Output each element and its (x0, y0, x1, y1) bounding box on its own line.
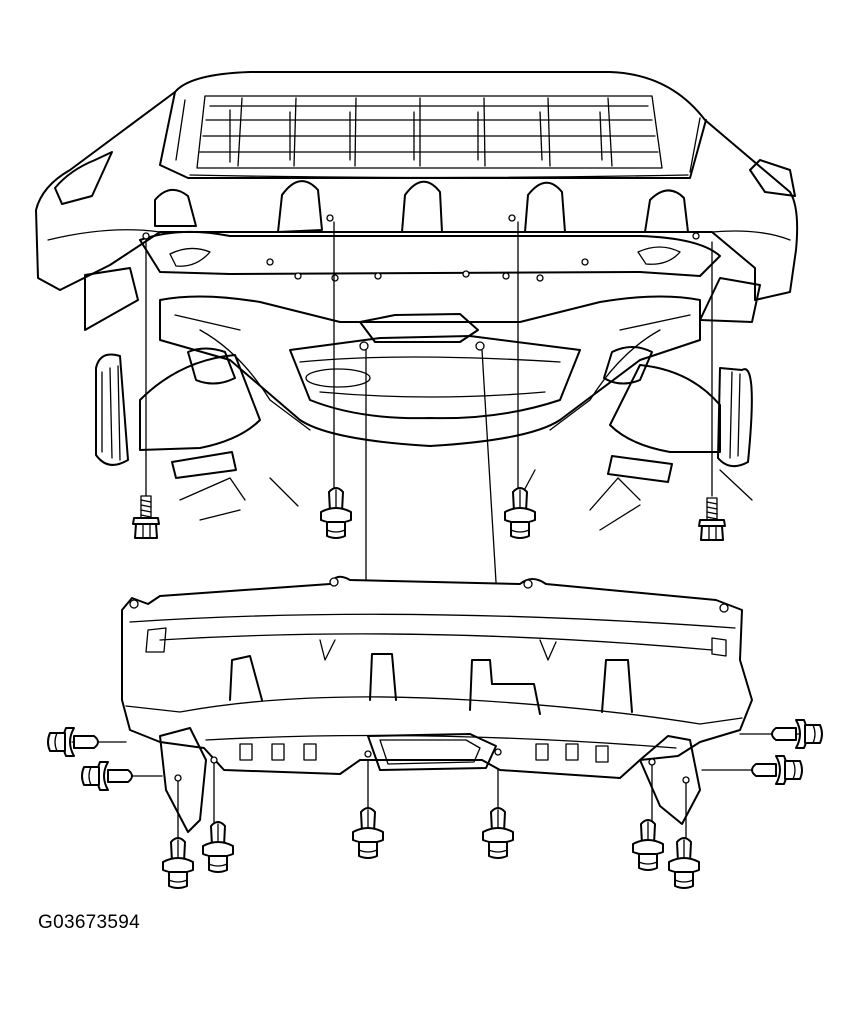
push-retainer-clip-icon (482, 807, 514, 859)
bumper-bumps (154, 180, 689, 233)
push-retainer-clip-icon (47, 727, 99, 757)
bumper-reinforcement (139, 230, 721, 282)
engine-undercover-icon (121, 575, 753, 833)
push-retainer-clip-icon (668, 837, 700, 889)
push-retainer-clip-icon (162, 837, 194, 889)
figure-id-label: G03673594 (38, 912, 141, 933)
push-retainer-clip-icon (320, 487, 352, 539)
push-retainer-clip-icon (751, 755, 803, 785)
hex-flange-bolt-icon (132, 495, 160, 539)
front-bumper (35, 71, 799, 301)
push-retainer-clip-icon (771, 719, 823, 749)
push-retainer-clip-icon (504, 487, 536, 539)
hex-flange-bolt-icon (698, 497, 726, 541)
front-subframe (84, 214, 761, 531)
push-retainer-clip-icon (352, 807, 384, 859)
push-retainer-clip-icon (202, 821, 234, 873)
push-retainer-clip-icon (632, 819, 664, 871)
push-retainer-clip-icon (81, 761, 133, 791)
